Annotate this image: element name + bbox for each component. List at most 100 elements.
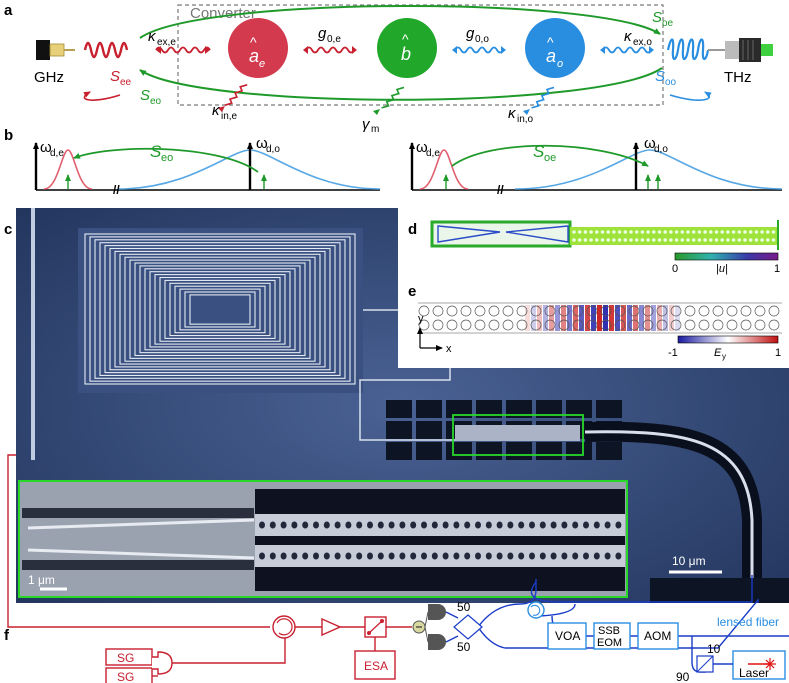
mech-hole: [731, 230, 736, 234]
colorbar-d: [674, 252, 779, 261]
inset-hole: [604, 521, 611, 529]
label-kappa-ex-e-sub: ex,e: [157, 37, 176, 48]
inset-hole: [323, 552, 330, 560]
laser-box[interactable]: [732, 650, 786, 680]
optical-hole: [642, 319, 654, 331]
mech-hole: [617, 238, 622, 242]
inset-hole: [345, 521, 352, 529]
aom-box[interactable]: [637, 622, 679, 650]
optical-hole: [642, 305, 654, 317]
coupling-ex-e: [155, 46, 211, 54]
mech-hole: [726, 238, 730, 242]
optical-hole: [614, 305, 626, 317]
inset-hole: [367, 552, 373, 560]
mech-hole: [623, 238, 628, 242]
etched-window: [506, 442, 532, 460]
optical-hole: [670, 319, 682, 331]
inset-hole: [529, 552, 535, 560]
eom-label: EOM: [597, 637, 622, 649]
field-stripe: [537, 305, 542, 331]
field-stripe: [651, 305, 656, 331]
rf-switch-arm: [368, 620, 383, 634]
field-stripe: [573, 305, 578, 331]
mech-hole: [737, 238, 742, 242]
field-stripe: [555, 305, 560, 331]
sem-inset-gap-top: [22, 508, 254, 518]
sem-inset-dark: [255, 489, 625, 591]
voa-box[interactable]: [547, 622, 587, 650]
label-gamma-m-sub: m: [371, 124, 379, 135]
mech-hole: [663, 230, 667, 234]
inset-hole: [604, 552, 611, 560]
inset-hole: [593, 521, 600, 529]
sem-spiral-inductor: [84, 233, 356, 385]
mech-hole: [617, 230, 622, 234]
mech-hole: [600, 238, 605, 242]
mech-hole: [606, 230, 610, 234]
sem-inset-gap-bottom: [22, 560, 254, 570]
mech-mode-holes: [572, 230, 776, 242]
inset-hole: [507, 552, 514, 560]
mech-hole: [669, 238, 673, 242]
panel-label-c: c: [4, 221, 12, 238]
fiber-splitter-50-icon: [453, 614, 483, 640]
esa-box[interactable]: [354, 650, 396, 680]
ghz-wave: [83, 41, 129, 59]
inset-hole: [496, 552, 503, 560]
inset-hole: [356, 552, 363, 560]
sem-waveguide: [584, 430, 754, 603]
inset-hole: [259, 552, 265, 560]
ssb-eom-box[interactable]: [593, 622, 631, 650]
field-stripe: [543, 305, 548, 331]
mech-hole: [623, 230, 628, 234]
mech-mode-beam: [570, 227, 778, 245]
inset-hole: [572, 521, 579, 529]
inset-hole: [507, 521, 514, 529]
optical-hole: [754, 305, 766, 317]
mech-hole: [663, 238, 667, 242]
mech-hole: [771, 230, 776, 234]
photodiode-leads: [424, 611, 429, 643]
optical-hole: [600, 305, 612, 317]
spiral-turn: [84, 233, 356, 385]
sem-etched-windows: [386, 400, 622, 460]
split-90: 90: [676, 670, 690, 683]
field-stripe: [579, 305, 584, 331]
optical-hole: [572, 305, 584, 317]
split-10: 10: [707, 642, 721, 656]
optical-hole: [460, 319, 472, 331]
panel-label-e: e: [408, 283, 416, 300]
panel-label-d: d: [408, 221, 417, 238]
amplifier-icon[interactable]: [321, 617, 342, 637]
etched-window: [386, 442, 412, 460]
spiral-turn: [184, 291, 256, 328]
axis-y-label: y: [418, 313, 424, 325]
spiral-turn: [124, 256, 316, 362]
field-stripe: [621, 305, 626, 331]
etched-window: [566, 400, 592, 418]
optical-hole: [740, 319, 752, 331]
inset-hole: [280, 552, 287, 560]
inset-hole: [539, 521, 546, 529]
inset-hole: [561, 521, 568, 529]
omega-do-right-sub: d,o: [654, 144, 668, 155]
inset-hole: [431, 552, 438, 560]
mech-hole: [583, 230, 588, 234]
field-stripe: [615, 305, 620, 331]
label-kappa-in-o-sub: in,o: [517, 114, 534, 125]
spiral-turn: [159, 276, 281, 342]
mech-hole: [754, 238, 759, 242]
inset-hole: [572, 552, 579, 560]
field-stripe: [609, 305, 614, 331]
coupling-g0-o: [452, 46, 506, 54]
etched-window: [386, 400, 412, 418]
spiral-turn: [149, 271, 291, 348]
label-g0-o: g: [466, 25, 475, 42]
spiral-turn: [169, 282, 271, 337]
mech-hole: [714, 230, 719, 234]
spiral-turn: [174, 285, 266, 334]
mode-o-hat: ^: [547, 34, 554, 50]
spiral-turn: [179, 288, 261, 331]
inset-hole: [529, 521, 535, 529]
